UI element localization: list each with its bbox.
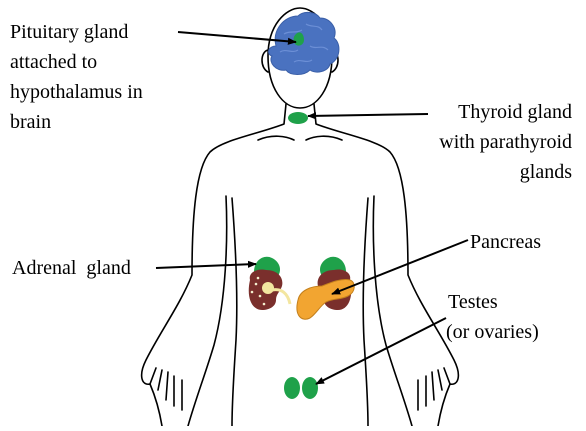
thyroid-label-line-3: glands [520,161,572,183]
brain [269,12,339,74]
left-kidney-pelvis [262,282,274,294]
brain-shape [269,12,339,74]
pituitary-label-line-1: Pituitary gland [10,21,128,43]
collarbones [258,136,342,140]
pituitary-label: Pituitary gland attached to hypothalamus… [10,21,143,133]
left-fingers [150,368,182,410]
gonads-label-line-2: (or ovaries) [446,321,539,343]
left-waist [232,198,237,426]
gonads-label-line-1: Testes [448,291,498,313]
pituitary-label-line-4: brain [10,111,51,133]
pancreas-label: Pancreas [470,231,541,253]
right-testis [302,377,318,399]
pointer-arrows [156,32,468,384]
testes-arrow [316,318,446,384]
thyroid-arrow [308,114,428,116]
left-ear [262,50,268,72]
pituitary-label-line-3: hypothalamus in [10,81,143,103]
pancreas-arrow [332,240,468,294]
pituitary-label-line-2: attached to [10,51,97,73]
adrenal-label: Adrenal gland [12,257,131,279]
right-fingers [418,368,450,410]
adrenal-arrow [156,264,256,268]
thyroid-gland [288,112,308,124]
thyroid-label: Thyroid gland with parathyroid glands [439,101,572,183]
left-testis [284,377,300,399]
thyroid-label-line-1: Thyroid gland [458,101,572,123]
testes [284,377,318,399]
gonads-label: Testes (or ovaries) [446,291,539,343]
right-waist [363,198,368,426]
thyroid-label-line-2: with parathyroid [439,131,572,153]
